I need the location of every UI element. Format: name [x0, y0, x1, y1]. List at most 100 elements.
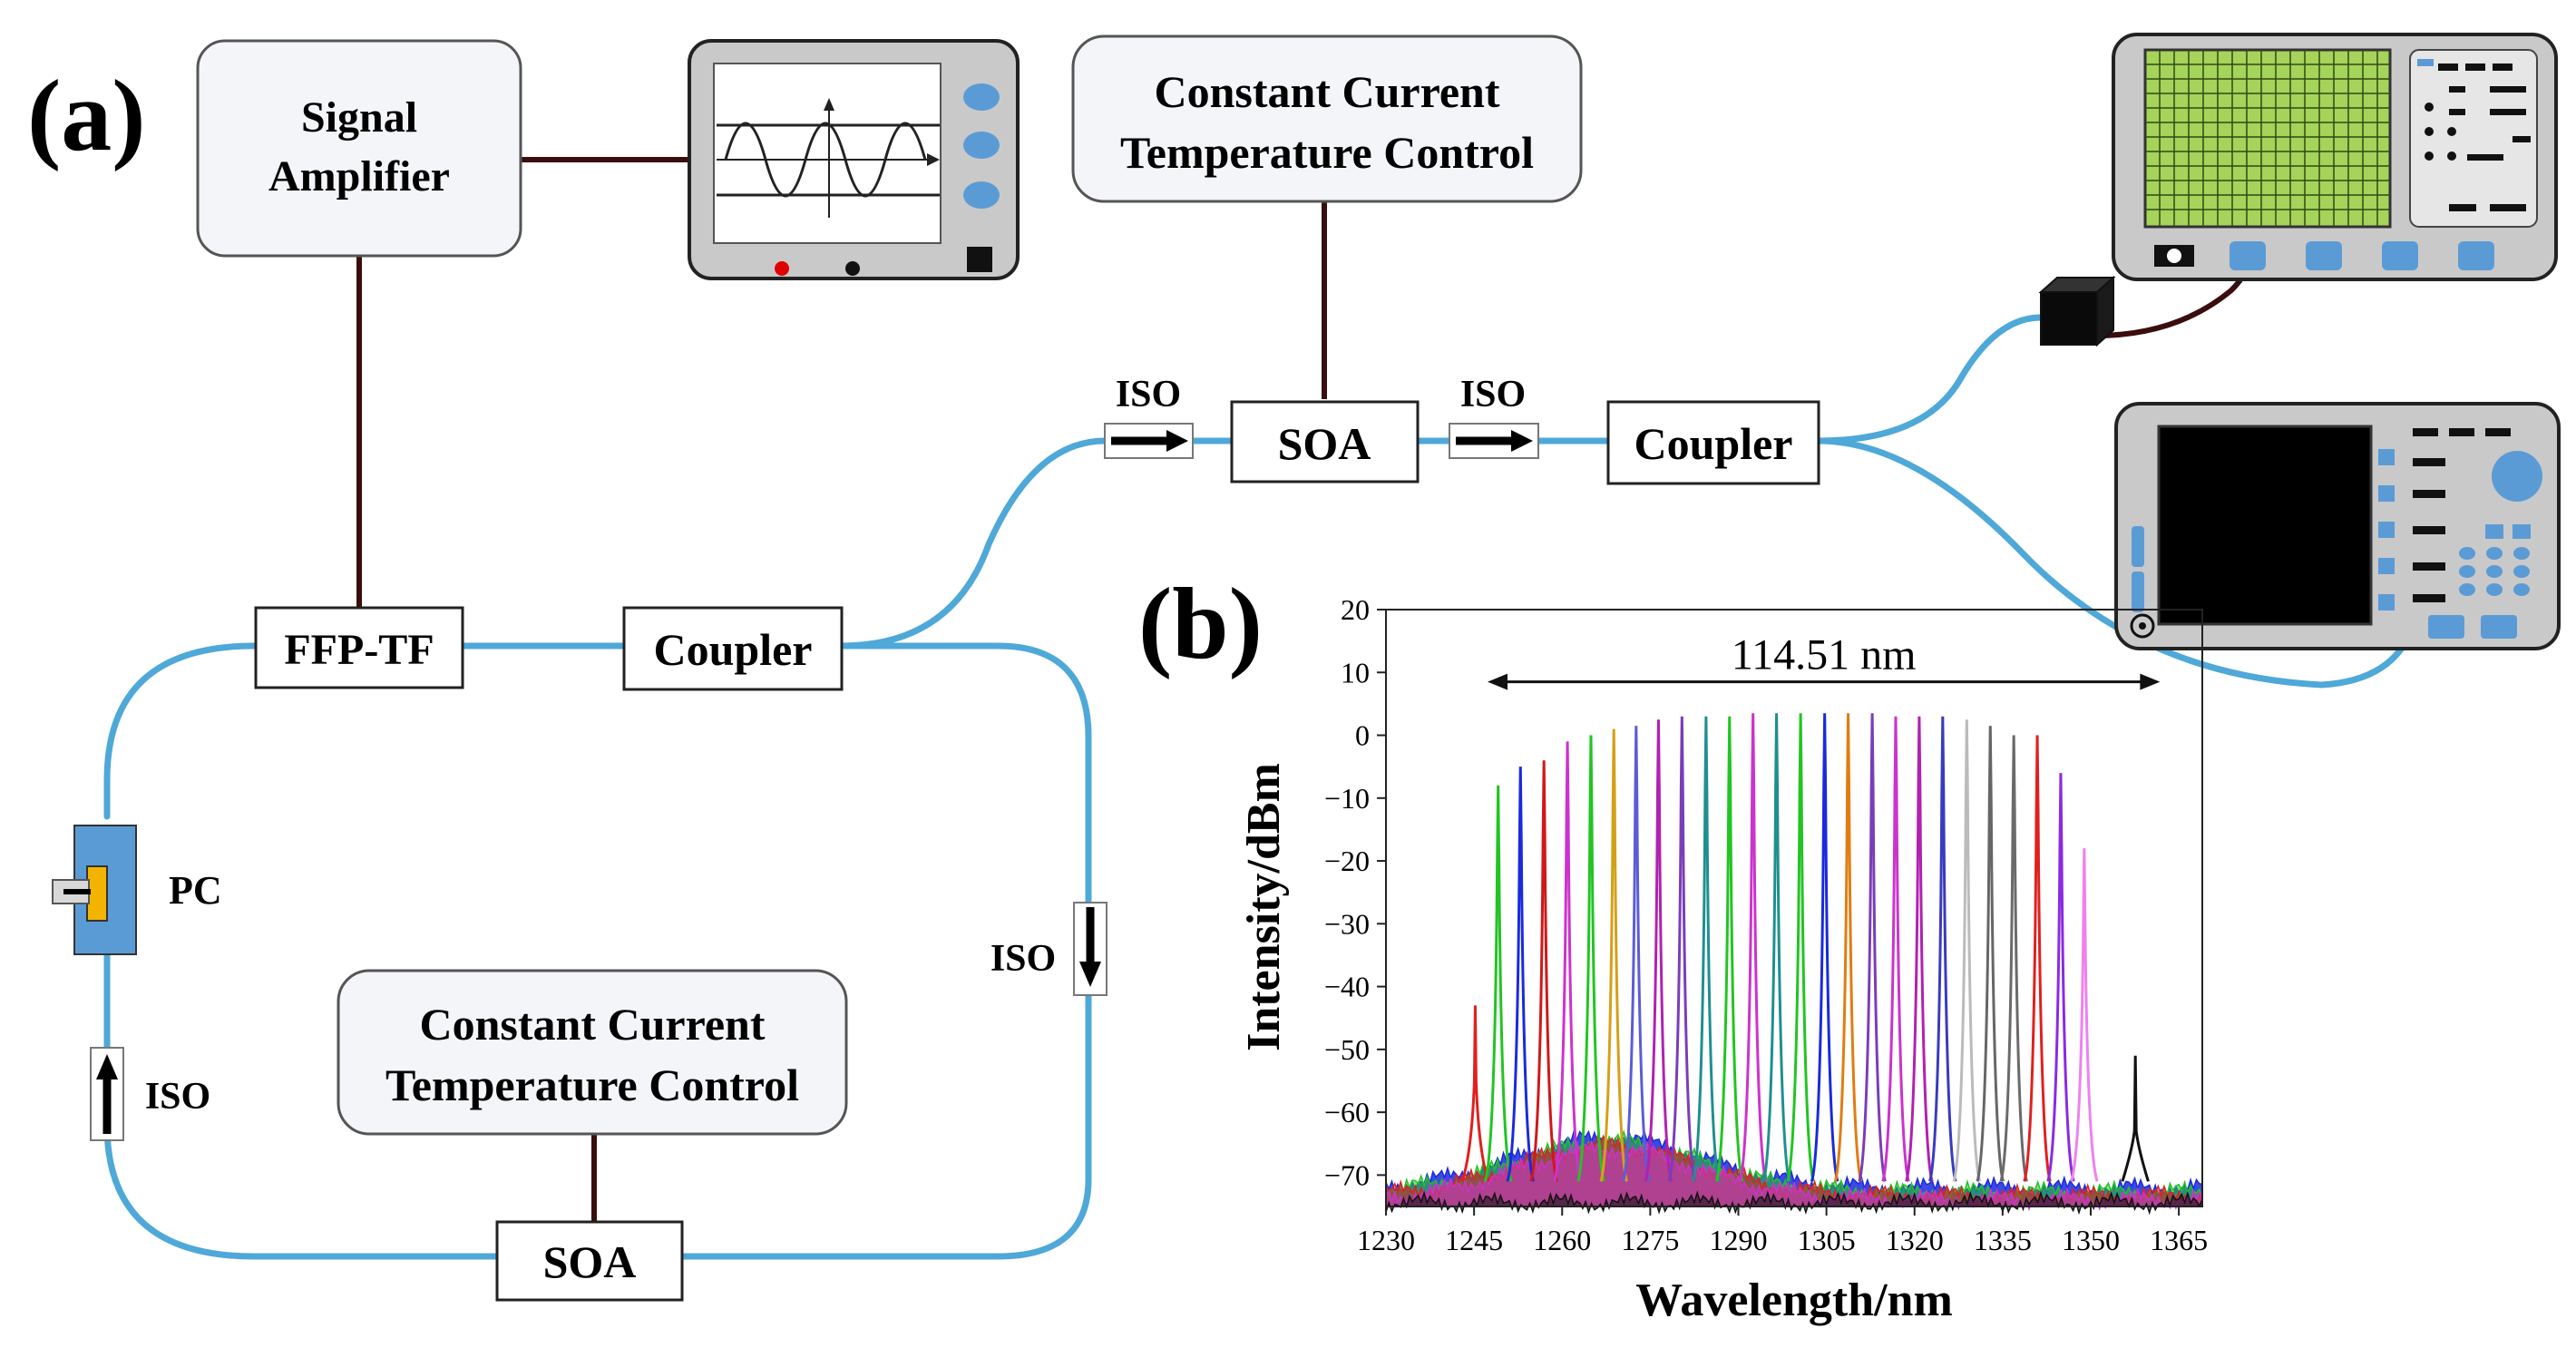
soa-top-box: SOA: [1230, 400, 1420, 484]
peak-12: [1738, 713, 1768, 1182]
peak-16: [1833, 713, 1863, 1182]
peak-5: [1576, 735, 1605, 1182]
peak-14: [1786, 713, 1815, 1182]
peak-21: [1952, 719, 1982, 1182]
y-tick-label: −40: [1324, 971, 1370, 1003]
cctc-top-line1: Constant Current: [1154, 66, 1499, 117]
coupler-right-label: Coupler: [1634, 418, 1793, 469]
signal-generator-instrument: [688, 39, 1020, 280]
isolator-right: ISO: [990, 902, 1107, 996]
peak-26: [2070, 848, 2099, 1182]
y-axis-label: Intensity/dBm: [1238, 763, 1290, 1051]
ffp-tf-box: FFP-TF: [254, 606, 464, 689]
iso-right-label: ISO: [990, 938, 1056, 980]
cctc-top-box: Constant Current Temperature Control: [1071, 34, 1583, 203]
fiber-ring-right: [678, 642, 1092, 1260]
soa-bottom-box: SOA: [495, 1220, 684, 1302]
fiber-ring-bottom-left: [103, 949, 501, 1260]
fiber-coupler-to-iso: [838, 437, 1108, 650]
polarization-controller: PC: [52, 825, 222, 955]
peak-24: [2023, 735, 2052, 1182]
x-tick-label: 1245: [1445, 1224, 1503, 1256]
generator-black-square: [967, 247, 992, 272]
cctc-bottom-line2: Temperature Control: [385, 1060, 799, 1110]
photodetector-cube: [2038, 275, 2116, 347]
span-annotation: 114.51 nm: [1488, 631, 2161, 690]
isolator-top-right: ISO: [1449, 374, 1539, 459]
x-axis-label: Wavelength/nm: [1635, 1275, 1953, 1326]
coupler-right-box: Coupler: [1606, 400, 1820, 485]
osa-instrument: [2114, 402, 2561, 650]
span-arrow-left: [1488, 673, 1508, 690]
generator-knob-1: [963, 83, 1000, 111]
peak-19: [1905, 716, 1934, 1182]
y-tick-label: −50: [1324, 1033, 1370, 1066]
coupler-mid-box: Coupler: [622, 606, 844, 691]
signal-amplifier-line1: Signal: [301, 93, 417, 142]
span-arrow-right: [2140, 673, 2161, 690]
iso-left-label: ISO: [145, 1076, 210, 1118]
peak-9: [1667, 716, 1697, 1182]
osc-button-4: [2458, 241, 2494, 270]
y-tick-label: 0: [1355, 719, 1370, 752]
x-tick-label: 1350: [2062, 1224, 2120, 1256]
peak-1: [1483, 785, 1513, 1182]
x-tick-label: 1275: [1621, 1224, 1679, 1256]
coupler-mid-label: Coupler: [654, 624, 813, 675]
y-tick-label: −20: [1324, 845, 1370, 877]
y-tick-label: −10: [1324, 782, 1370, 815]
y-tick-label: 10: [1341, 656, 1370, 689]
ffp-tf-label: FFP-TF: [284, 626, 434, 674]
generator-knob-2: [963, 132, 1000, 159]
peak-10: [1692, 716, 1721, 1182]
cctc-bottom-box: Constant Current Temperature Control: [337, 969, 848, 1136]
peak-7: [1622, 726, 1651, 1182]
y-tick-label: −30: [1324, 907, 1370, 940]
peak-15: [1810, 713, 1839, 1182]
oscilloscope-instrument: [2112, 33, 2558, 281]
peak-22: [1976, 726, 2005, 1182]
peak-0: [1460, 1005, 1490, 1182]
isolator-left: ISO: [90, 1047, 210, 1141]
generator-knob-3: [963, 181, 1000, 209]
isolator-top-left: ISO: [1104, 374, 1194, 459]
span-label: 114.51 nm: [1732, 631, 1917, 679]
x-tick-label: 1290: [1709, 1224, 1767, 1256]
peak-4: [1553, 741, 1582, 1182]
y-tick-label: 20: [1341, 593, 1370, 626]
peak-13: [1761, 713, 1791, 1182]
peak-17: [1858, 713, 1887, 1182]
x-tick-label: 1365: [2150, 1224, 2208, 1256]
y-tick-label: −70: [1324, 1158, 1370, 1191]
spectrum-chart: 1230 1245 1260 1275 1290 1305 1320 1335 1350 1365…: [1238, 593, 2208, 1326]
wires: [356, 157, 2252, 1222]
osc-button-2: [2306, 241, 2342, 270]
iso-top-left-label: ISO: [1116, 374, 1181, 415]
peak-20: [1928, 716, 1957, 1182]
soa-bottom-label: SOA: [543, 1236, 637, 1287]
peak-23: [1999, 735, 2028, 1182]
axis-ticks: 1230 1245 1260 1275 1290 1305 1320 1335 1350 1365…: [1324, 593, 2208, 1256]
signal-amplifier-box: Signal Amplifier: [196, 39, 522, 258]
fiber-paths: [103, 314, 2416, 1260]
x-tick-label: 1335: [1974, 1224, 2032, 1256]
x-tick-label: 1320: [1886, 1224, 1944, 1256]
osc-button-1: [2230, 241, 2266, 270]
x-tick-label: 1260: [1533, 1224, 1591, 1256]
fiber-coupler-to-pd: [1815, 314, 2044, 444]
soa-top-label: SOA: [1278, 418, 1371, 469]
cctc-top-line2: Temperature Control: [1120, 127, 1534, 178]
peak-27: [2121, 1055, 2150, 1182]
y-tick-label: −60: [1324, 1096, 1370, 1128]
signal-amplifier-line2: Amplifier: [268, 152, 450, 200]
panel-label-b: (b): [1138, 568, 1263, 680]
peak-8: [1644, 719, 1673, 1182]
noise-floor-layer: [1385, 1128, 2203, 1216]
peak-18: [1881, 716, 1910, 1182]
x-tick-label: 1305: [1798, 1224, 1856, 1256]
iso-top-right-label: ISO: [1460, 374, 1526, 415]
peak-series: [1460, 713, 2150, 1182]
x-tick-label: 1230: [1357, 1224, 1415, 1256]
noise-floor-3: [1385, 1139, 2203, 1212]
peak-25: [2046, 773, 2075, 1182]
